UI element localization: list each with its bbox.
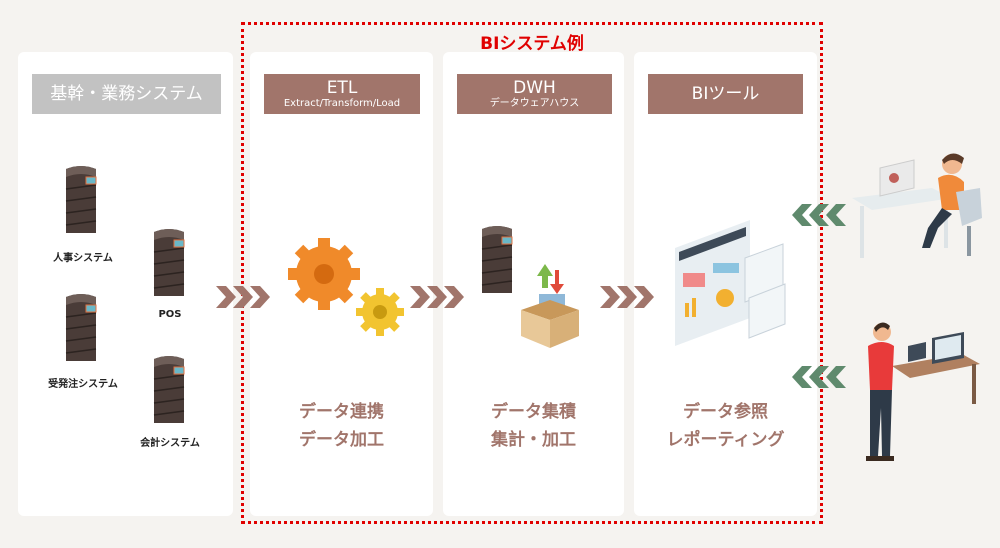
dwh-panel: [443, 52, 624, 516]
flow-arrow: [216, 286, 270, 308]
user-arrow: [792, 366, 846, 388]
server-icon: [65, 293, 97, 362]
etl-description: データ連携データ加工: [299, 402, 384, 450]
bi-header: BIツール: [648, 74, 803, 114]
source-panel: [18, 52, 233, 516]
server-icon: [153, 355, 185, 424]
system-label: POS: [158, 309, 182, 320]
dashboard-icon: [675, 220, 786, 346]
source-header: 基幹・業務システム: [32, 74, 221, 114]
user-on-phone-illustration: [866, 322, 980, 461]
flow-arrow: [410, 286, 464, 308]
gears-icon: [288, 238, 404, 336]
flow-arrow: [600, 286, 654, 308]
data-box-icon: [521, 264, 579, 348]
user-at-desk-illustration: [852, 153, 982, 258]
system-label: 人事システム: [53, 253, 113, 264]
bi-system-title: BIシステム例: [480, 34, 584, 54]
user-arrow: [792, 204, 846, 226]
bi-system-boundary: [241, 22, 823, 524]
dwh-description: データ集積集計・加工: [491, 402, 576, 450]
bi-description: データ参照レポーティング: [666, 402, 785, 450]
server-icon: [65, 165, 97, 234]
server-icon: [481, 225, 513, 294]
server-icon: [153, 228, 185, 297]
system-label: 会計システム: [140, 438, 200, 449]
system-label: 受発注システム: [48, 379, 118, 390]
